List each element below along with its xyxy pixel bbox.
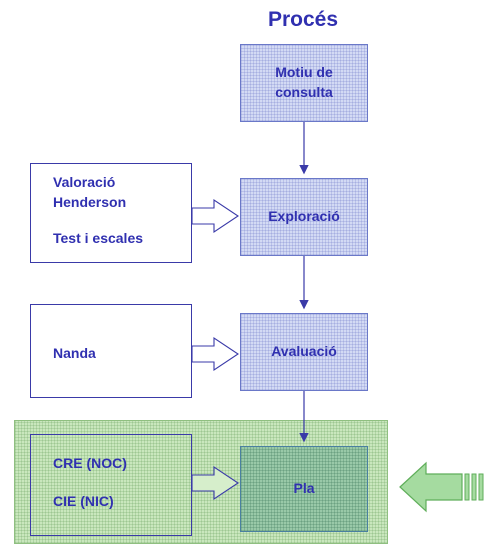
- step-pla: Pla: [240, 446, 368, 532]
- input-label-valoracio: Valoració: [53, 174, 116, 190]
- input-arrow-avaluacio: [191, 336, 239, 372]
- input-box-avaluacio: Nanda: [30, 304, 192, 398]
- input-box-exploracio: Valoració Henderson Test i escales: [30, 163, 192, 263]
- input-label-henderson: Henderson: [53, 194, 127, 210]
- input-label-cre-noc: CRE (NOC): [53, 455, 127, 471]
- input-arrow-exploracio: [191, 198, 239, 234]
- step-exploracio: Exploració: [240, 178, 368, 256]
- input-label-cie-nic: CIE (NIC): [53, 493, 114, 509]
- step-motiu-de-consulta: Motiu de consulta: [240, 44, 368, 122]
- input-label-test-i-escales: Test i escales: [53, 230, 144, 246]
- pointer-arrow-icon: [399, 461, 484, 513]
- input-label-nanda: Nanda: [53, 345, 96, 361]
- diagram-title: Procés: [267, 8, 339, 31]
- input-arrow-pla: [191, 465, 239, 501]
- step-avaluacio: Avaluació: [240, 313, 368, 391]
